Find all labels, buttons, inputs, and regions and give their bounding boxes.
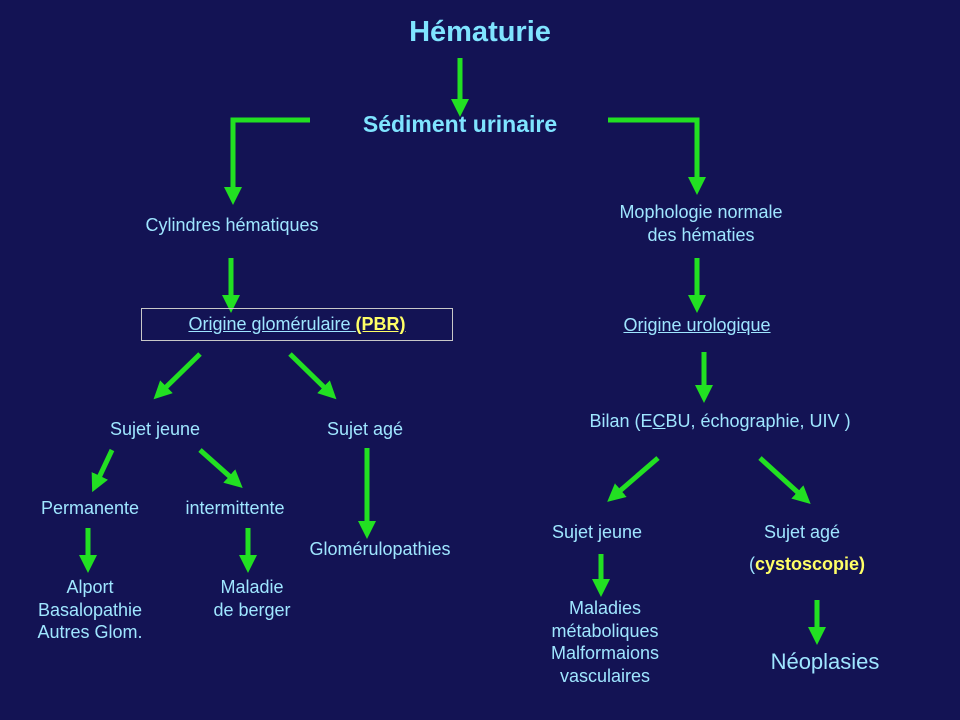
arrow-bilan-sujet-age-right bbox=[758, 456, 811, 505]
origine-glomerulaire-label: Origine glomérulaire bbox=[188, 314, 356, 334]
alport-line-3: Autres Glom. bbox=[37, 622, 143, 642]
arrow-sujet-jeune-intermittente bbox=[198, 448, 243, 488]
berger-line-1: Maladie bbox=[220, 577, 284, 597]
bilan: Bilan (ECBU, échographie, UIV ) bbox=[520, 410, 920, 433]
berger-group: Maladie de berger bbox=[182, 576, 322, 621]
permanente: Permanente bbox=[40, 498, 140, 518]
maladies-line-3: Malformaions bbox=[550, 643, 660, 663]
morphologie-line-2: des hématies bbox=[647, 224, 755, 245]
cysto-open-paren: ( bbox=[748, 554, 755, 574]
arrow-bilan-sujet-jeune-right bbox=[607, 456, 660, 502]
alport-line-2: Basalopathie bbox=[37, 599, 143, 620]
origine-urologique: Origine urologique bbox=[623, 315, 771, 335]
morphologie-line-1: Mophologie normale bbox=[619, 202, 783, 222]
maladies-line-4: vasculaires bbox=[559, 665, 651, 686]
intermittente: intermittente bbox=[185, 498, 285, 518]
sujet-age-left: Sujet agé bbox=[326, 419, 404, 439]
alport-group: Alport Basalopathie Autres Glom. bbox=[10, 576, 170, 644]
maladies-line-1: Maladies bbox=[568, 598, 642, 618]
arrow-sujet-jeune-permanente bbox=[91, 448, 115, 493]
bilan-prefix: Bilan (E bbox=[589, 411, 653, 431]
alport-line-1: Alport bbox=[66, 577, 114, 597]
sujet-jeune-left: Sujet jeune bbox=[109, 419, 201, 439]
sujet-age-right: Sujet agé bbox=[763, 522, 841, 542]
origine-glomerulaire-box: Origine glomérulaire (PBR) bbox=[141, 308, 453, 341]
cystoscopie: (cystoscopie) bbox=[707, 553, 907, 576]
glomerulopathies: Glomérulopathies bbox=[309, 539, 451, 559]
maladies-line-2: métaboliques bbox=[551, 620, 659, 641]
maladies-group: Maladies métaboliques Malformaions vascu… bbox=[510, 597, 700, 687]
pbr-label: (PBR) bbox=[355, 314, 406, 334]
cylindres-hematiques: Cylindres hématiques bbox=[145, 215, 319, 235]
arrow-origine-sujet-age-left bbox=[288, 352, 337, 400]
berger-line-2: de berger bbox=[213, 599, 291, 620]
cysto-label: cystoscopie) bbox=[754, 554, 866, 574]
sujet-jeune-right: Sujet jeune bbox=[551, 522, 643, 542]
sediment-urinaire: Sédiment urinaire bbox=[362, 111, 558, 137]
bilan-suffix: BU, échographie, UIV ) bbox=[665, 411, 851, 431]
morphologie-normale: Mophologie normale des hématies bbox=[566, 201, 836, 246]
bilan-c-underlined: C bbox=[652, 411, 666, 431]
title-hematurie: Hématurie bbox=[409, 16, 551, 48]
neoplasies: Néoplasies bbox=[770, 649, 880, 674]
arrow-sediment-morphologie bbox=[608, 117, 706, 195]
arrow-sediment-cylindres bbox=[224, 117, 310, 205]
arrow-origine-sujet-jeune-left bbox=[153, 352, 202, 400]
